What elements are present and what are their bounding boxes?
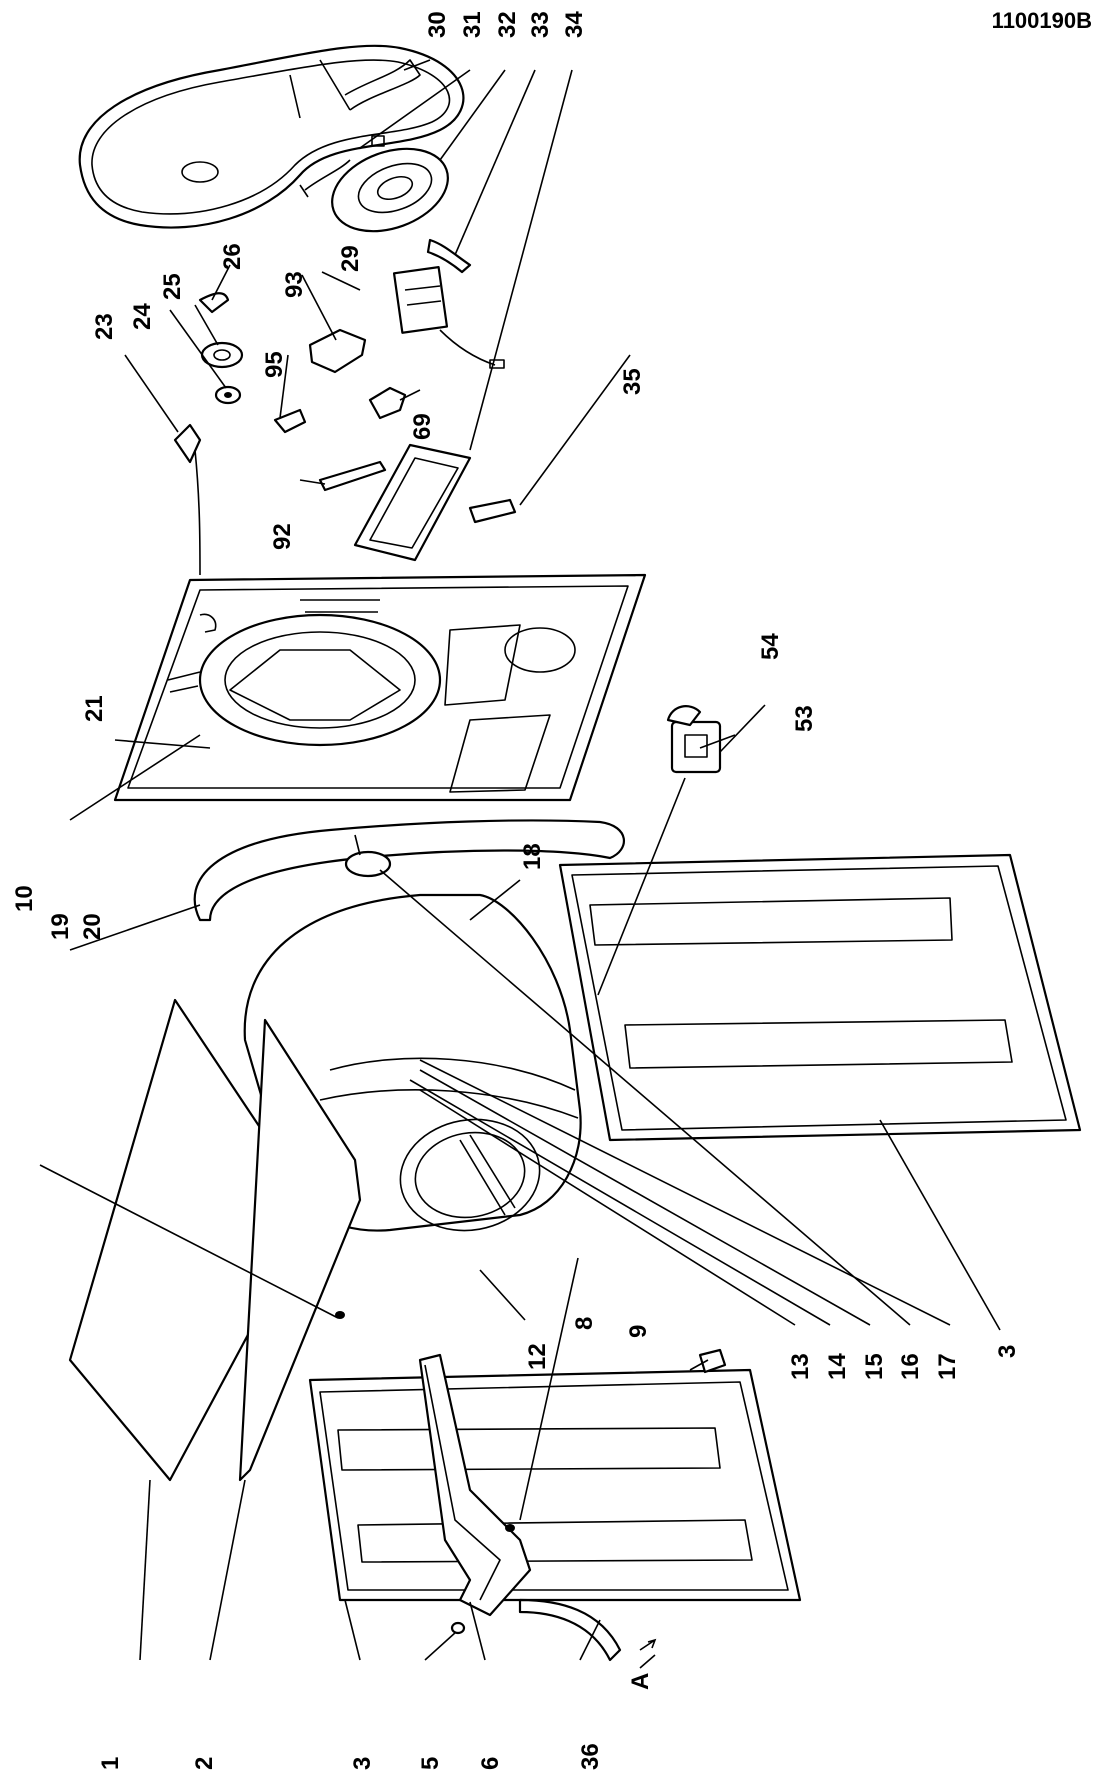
callout-15: 15: [861, 1353, 888, 1380]
callout-29: 29: [337, 245, 364, 272]
rear-bulkhead-panel-part: [113, 573, 647, 802]
callout-6: 6: [477, 1757, 504, 1770]
callout-95: 95: [261, 351, 288, 378]
callout-30: 30: [424, 11, 451, 38]
front-door-panel-part: [308, 1368, 802, 1602]
callout-33: 33: [527, 11, 554, 38]
callout-3-right: 3: [994, 1345, 1021, 1358]
door-switch-part: [666, 705, 722, 774]
callout-12: 12: [524, 1343, 551, 1370]
callout-24: 24: [129, 303, 156, 330]
bracket-33-part: [426, 238, 472, 274]
sensor-part: [173, 423, 202, 576]
callout-9: 9: [625, 1325, 652, 1338]
callout-5: 5: [417, 1757, 444, 1770]
callout-34: 34: [561, 11, 588, 38]
callout-93: 93: [281, 271, 308, 298]
callout-54: 54: [757, 633, 784, 660]
strap-92-part: [318, 460, 387, 492]
callout-69: 69: [409, 413, 436, 440]
callout-26: 26: [219, 243, 246, 270]
callout-20: 20: [79, 913, 106, 940]
callout-21: 21: [81, 695, 108, 722]
callout-36: 36: [577, 1743, 604, 1770]
drum-seal-part: [193, 819, 626, 922]
motor-switch-part: [392, 265, 505, 369]
leader-lines: [39, 59, 1001, 1669]
callout-8: 8: [571, 1317, 598, 1330]
screw-5-part: [450, 1621, 466, 1635]
callout-18: 18: [519, 843, 546, 870]
side-door-panel-part: [558, 853, 1082, 1142]
drawing-number: 1100190B: [991, 8, 1092, 33]
callout-10: 10: [11, 885, 38, 912]
view-arrow: A: [627, 1638, 657, 1690]
callout-3-bottom: 3: [349, 1757, 376, 1770]
callout-14: 14: [824, 1353, 851, 1380]
callout-labels: 30 31 32 33 34 26 25 24 23 93 29 95 69 9…: [11, 11, 1021, 1770]
callout-92: 92: [269, 523, 296, 550]
callout-25: 25: [159, 273, 186, 300]
blower-wheel-part: [299, 135, 449, 233]
clip-95-part: [273, 408, 307, 434]
callout-19: 19: [47, 913, 74, 940]
blower-housing-part: [78, 44, 465, 229]
callout-32: 32: [494, 11, 521, 38]
view-arrow-label: A: [627, 1673, 654, 1690]
bracket-93-part: [308, 328, 367, 374]
callout-17: 17: [934, 1353, 961, 1380]
window-gasket-part: [353, 443, 472, 562]
callout-2: 2: [191, 1757, 218, 1770]
callout-13: 13: [787, 1353, 814, 1380]
clip-9-part: [698, 1348, 727, 1374]
control-console-part: [418, 1353, 622, 1662]
callout-23: 23: [91, 313, 118, 340]
callout-53: 53: [791, 705, 818, 732]
bearing-assembly-part: [198, 292, 244, 405]
callout-31: 31: [459, 11, 486, 38]
bracket-35-part: [468, 498, 517, 524]
pedestal-part: [368, 386, 407, 420]
callout-16: 16: [897, 1353, 924, 1380]
callout-35: 35: [619, 368, 646, 395]
callout-1: 1: [97, 1757, 124, 1770]
